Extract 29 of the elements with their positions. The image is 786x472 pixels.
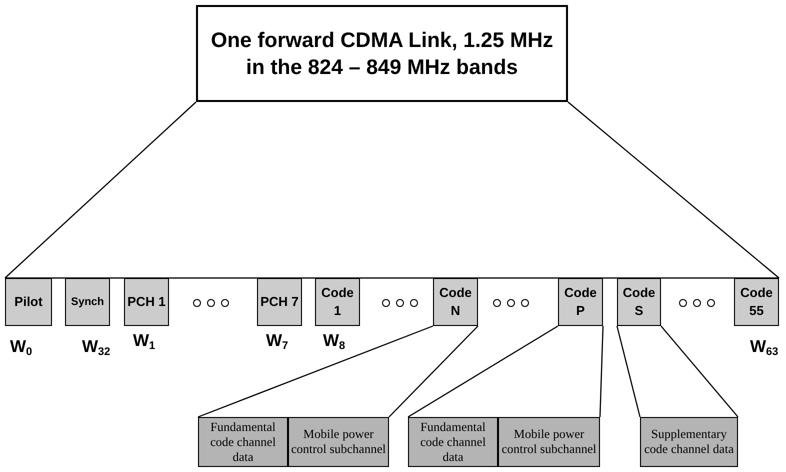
expansion-line [660, 326, 738, 418]
expansion-line [388, 326, 478, 418]
expansion-line [599, 326, 604, 418]
expansion-line [198, 325, 434, 418]
expansion-line [408, 325, 558, 418]
subchannel-box: Fundamental code channel data [198, 417, 288, 467]
walsh-code-label: W$_{7}$ [266, 330, 288, 354]
subchannel-box: Fundamental code channel data [408, 417, 498, 467]
channel-box: Code N [433, 278, 478, 326]
channel-box: Code P [558, 278, 603, 326]
channel-box: Code 1 [315, 278, 360, 326]
channel-box: PCH 7 [257, 278, 302, 326]
expansion-line [568, 102, 780, 278]
channel-box: Synch [65, 278, 110, 326]
channel-box: PCH 1 [124, 278, 169, 326]
walsh-code-label: W$_{8}$ [323, 330, 346, 354]
channel-box: Code S [617, 278, 661, 326]
walsh-code-label: W$_{1}$ [133, 330, 156, 354]
subchannel-box: Supplementary code channel data [640, 417, 738, 467]
expansion-line [4, 102, 196, 278]
expansion-line [616, 326, 641, 418]
subchannel-box: Mobile power control subchannel [498, 417, 600, 467]
link-box: One forward CDMA Link, 1.25 MHz in the 824 – 849 MHz bands [196, 5, 568, 102]
channel-box: Code 55 [734, 278, 779, 326]
subchannel-box: Mobile power control subchannel [288, 417, 389, 467]
walsh-code-label: W$_{32}$ [82, 336, 110, 360]
walsh-code-label: W$_{0}$ [10, 336, 32, 360]
walsh-code-label: W$_{63}$ [750, 336, 778, 360]
channel-box: Pilot [5, 278, 52, 326]
